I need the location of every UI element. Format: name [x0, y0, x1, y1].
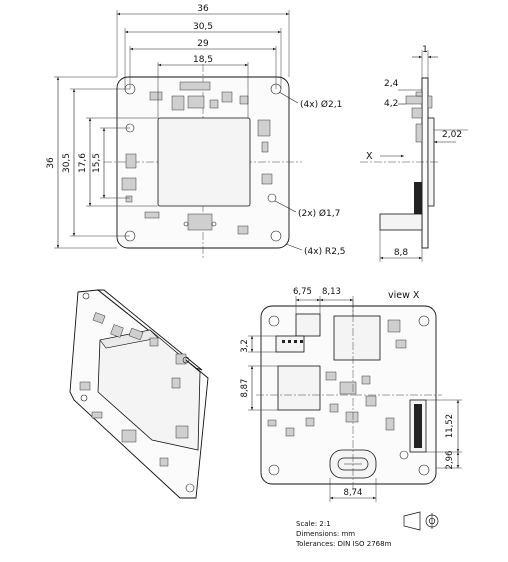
- header-block: [295, 313, 321, 337]
- dim-side-1: 1: [422, 45, 428, 55]
- mounting-hole: [418, 464, 430, 476]
- dim-side-2-02: 2,02: [442, 130, 462, 140]
- pcb-edge: [421, 77, 429, 249]
- dim-view-x-8-74: 8,74: [344, 488, 363, 498]
- dim-left-17-6: 17,6: [78, 153, 88, 173]
- scale-note: Scale: 2:1: [296, 520, 331, 528]
- dim-top-36: 36: [197, 4, 209, 14]
- sensor-chip: [157, 117, 251, 207]
- side-view: 1 2,4 4,2 2,02 X 8,8: [360, 45, 468, 262]
- dim-view-x-3-2: 3,2: [240, 339, 250, 353]
- callout-hole-2-1: (4x) Ø2,1: [300, 99, 342, 110]
- view-x-title: view X: [388, 290, 420, 301]
- view-arrow-label: X: [366, 151, 373, 162]
- tolerances-note: Tolerances: DIN ISO 2768m: [295, 540, 392, 548]
- top-view: 36 30,5 29 18,5 36 30,5 17,6 15,5 (4x) Ø…: [46, 4, 346, 260]
- processor-chip: [277, 365, 321, 411]
- dim-view-x-6-75: 6,75: [293, 287, 312, 297]
- dim-top-29: 29: [197, 39, 209, 49]
- dim-view-x-11-52: 11,52: [445, 414, 455, 438]
- pin-header: [275, 335, 305, 353]
- dim-side-2-4: 2,4: [384, 79, 399, 89]
- connector-side: [379, 213, 423, 231]
- callout-radius: (4x) R2,5: [304, 247, 346, 257]
- dim-view-x-2-96: 2,96: [445, 451, 455, 470]
- dim-left-15-5: 15,5: [92, 153, 102, 173]
- callout-hole-1-7: (2x) Ø1,7: [298, 208, 340, 219]
- small-hole: [267, 193, 277, 203]
- dim-view-x-8-13: 8,13: [322, 287, 341, 297]
- view-x: view X: [240, 287, 462, 502]
- dim-left-36: 36: [46, 157, 56, 169]
- dim-top-18-5: 18,5: [193, 55, 213, 65]
- dim-left-30-5: 30,5: [62, 153, 72, 173]
- dim-side-8-8: 8,8: [394, 248, 409, 258]
- mounting-hole: [268, 315, 280, 327]
- isometric-view: [69, 289, 209, 499]
- dim-side-4-2: 4,2: [384, 99, 398, 109]
- mounting-hole: [270, 230, 282, 242]
- mounting-hole: [268, 464, 280, 476]
- first-angle-projection-icon: [403, 511, 439, 531]
- lens-mount-block: [333, 315, 381, 361]
- dim-view-x-8-87: 8,87: [240, 379, 250, 398]
- dim-top-30-5: 30,5: [193, 22, 213, 32]
- mounting-hole: [418, 315, 430, 327]
- dimensions-note: Dimensions: mm: [296, 530, 355, 538]
- title-notes: Scale: 2:1 Dimensions: mm Tolerances: DI…: [295, 511, 439, 548]
